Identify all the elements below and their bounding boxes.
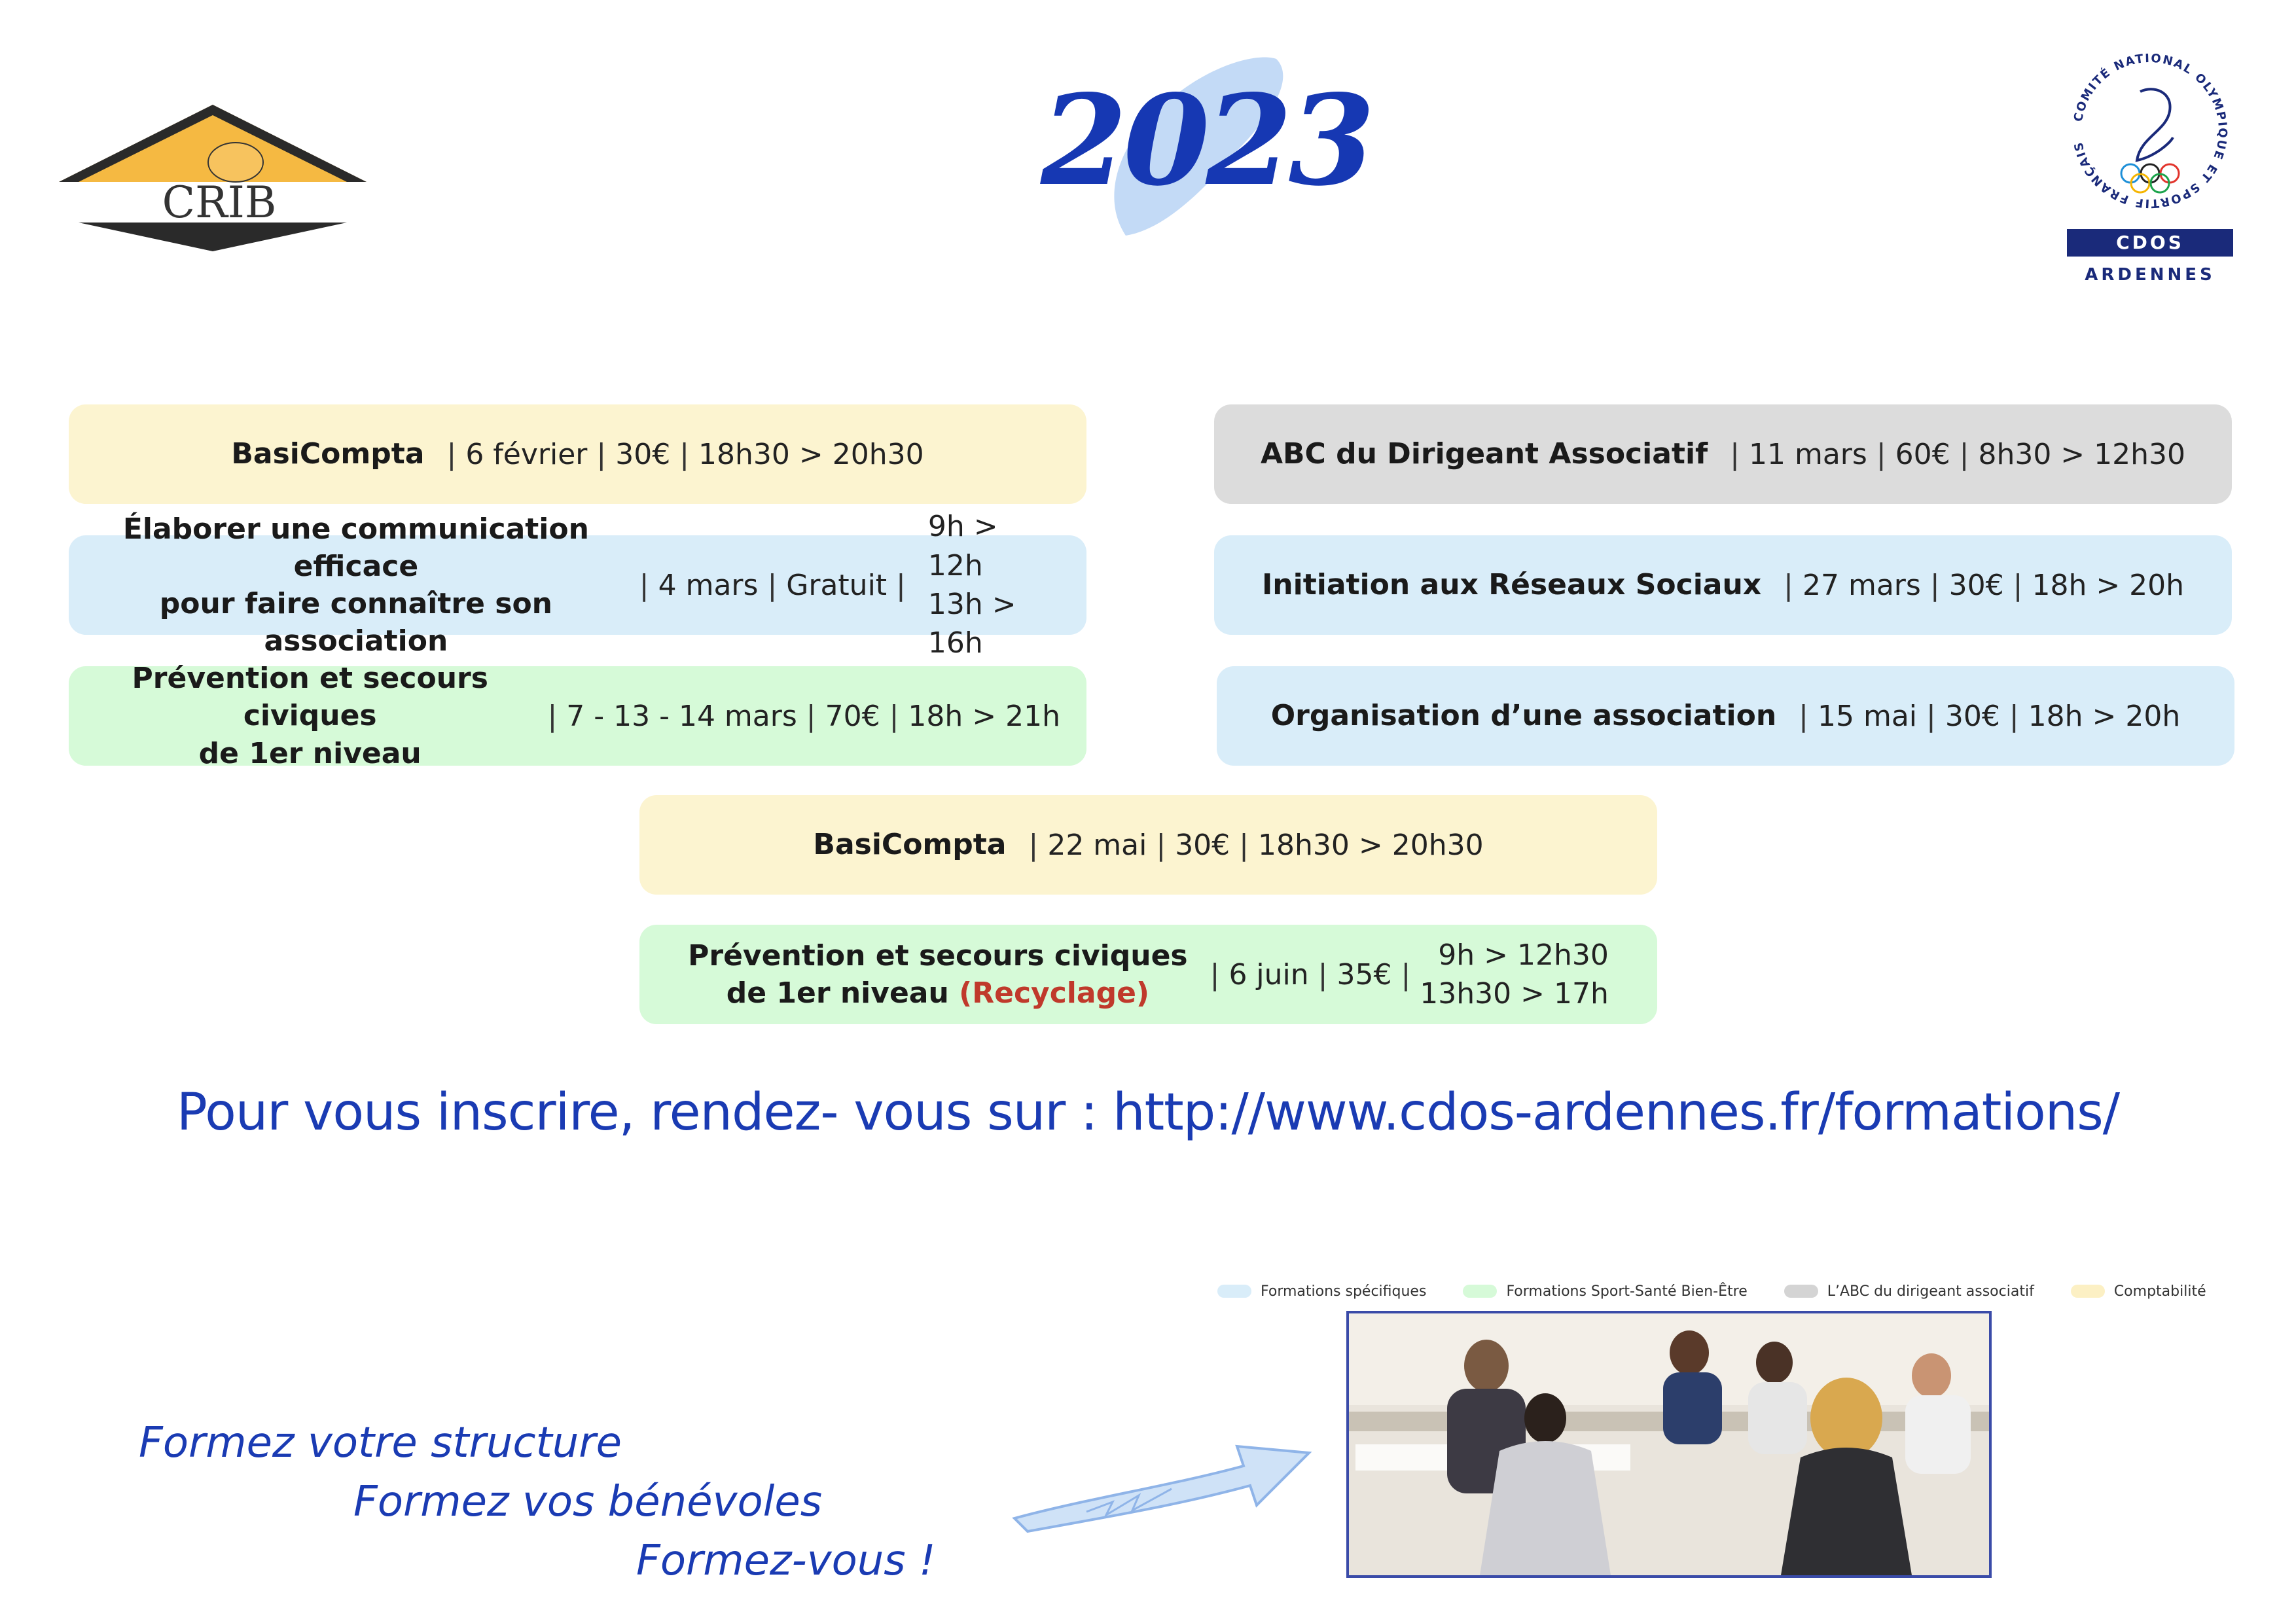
cdos-bar-text: CDOS: [2116, 232, 2184, 253]
course-date: 22 mai: [1047, 828, 1147, 862]
arrow-icon: [1012, 1444, 1312, 1533]
course-card-abc-dirigeant[interactable]: ABC du Dirigeant Associatif |11 mars|60€…: [1214, 404, 2232, 504]
course-details: |11 mars|60€|8h30 > 12h30: [1730, 437, 2186, 471]
course-details: |22 mai|30€|18h30 > 20h30: [1028, 828, 1484, 862]
course-name: BasiCompta: [231, 437, 425, 471]
course-time: 18h > 20h: [2032, 568, 2185, 602]
course-price: 30€: [615, 437, 671, 471]
legend-item-comptabilite: Comptabilité: [2070, 1283, 2206, 1300]
course-details: |15 mai|30€|18h > 20h: [1799, 699, 2181, 733]
course-price: 30€: [1945, 699, 2000, 733]
course-price: 35€: [1336, 957, 1392, 991]
course-time: 18h > 21h: [908, 699, 1060, 733]
course-times: 9h > 12h30 13h30 > 17h: [1420, 938, 1609, 1010]
cdos-ardennes-logo: COMITÉ NATIONAL OLYMPIQUE ET SPORTIF FRA…: [2067, 52, 2233, 285]
course-name: Prévention et secours civiques de 1er ni…: [132, 662, 488, 770]
course-price: 60€: [1895, 437, 1950, 471]
course-details: |7 - 13 - 14 mars|70€|18h > 21h: [547, 699, 1060, 733]
course-name: Initiation aux Réseaux Sociaux: [1261, 568, 1762, 602]
course-time: 18h30 > 20h30: [1258, 828, 1484, 862]
course-card-reseaux-sociaux[interactable]: Initiation aux Réseaux Sociaux |27 mars|…: [1214, 535, 2232, 635]
course-card-psc1-march[interactable]: Prévention et secours civiques de 1er ni…: [69, 662, 1086, 770]
course-name: Prévention et secours civiques de 1er ni…: [688, 938, 1188, 1010]
legend-swatch: [1784, 1285, 1818, 1298]
legend-swatch: [1217, 1285, 1251, 1298]
legend-item-abc: L’ABC du dirigeant associatif: [1784, 1283, 2034, 1300]
classroom-photo: [1346, 1311, 1992, 1578]
crib-logo: CRIB: [59, 105, 367, 251]
legend-swatch: [2070, 1285, 2105, 1298]
course-date: 7 - 13 - 14 mars: [566, 699, 797, 733]
course-time: 18h > 20h: [2028, 699, 2181, 733]
course-time: 18h30 > 20h30: [698, 437, 924, 471]
course-price: Gratuit: [786, 568, 888, 602]
course-details: |6 février|30€|18h30 > 20h30: [446, 437, 924, 471]
course-details: |4 mars|Gratuit|: [639, 568, 906, 602]
brush-stroke-decoration: [1114, 57, 1283, 236]
recyclage-note: (Recyclage): [959, 976, 1150, 1010]
course-name: Organisation d’une association: [1270, 699, 1777, 733]
course-details: |6 juin|35€|: [1210, 957, 1411, 991]
course-name: BasiCompta: [813, 828, 1007, 862]
year-text: 2023: [1041, 67, 1375, 213]
year-title: 2023: [1021, 39, 1375, 242]
course-date: 6 juin: [1229, 957, 1309, 991]
course-card-organisation[interactable]: Organisation d’une association |15 mai|3…: [1217, 666, 2234, 766]
course-name: ABC du Dirigeant Associatif: [1260, 437, 1708, 471]
course-date: 6 février: [465, 437, 588, 471]
course-times: 9h > 12h 13h > 16h: [927, 510, 1016, 660]
course-price: 30€: [1175, 828, 1230, 862]
course-date: 15 mai: [1817, 699, 1918, 733]
course-details: |27 mars|30€|18h > 20h: [1784, 568, 2185, 602]
course-price: 30€: [1948, 568, 2004, 602]
slogan-structure: Formez votre structure: [139, 1419, 622, 1467]
course-price: 70€: [825, 699, 880, 733]
course-date: 27 mars: [1803, 568, 1921, 602]
course-time: 8h30 > 12h30: [1978, 437, 2186, 471]
slogan-benevoles: Formez vos bénévoles: [353, 1478, 823, 1526]
course-card-basicompta-may[interactable]: BasiCompta |22 mai|30€|18h30 > 20h30: [639, 795, 1657, 895]
course-date: 4 mars: [658, 568, 759, 602]
course-card-psc1-recyclage[interactable]: Prévention et secours civiques de 1er ni…: [639, 925, 1657, 1024]
color-legend: Formations spécifiques Formations Sport-…: [1217, 1278, 2243, 1304]
crib-logo-text: CRIB: [162, 177, 277, 228]
legend-item-specifiques: Formations spécifiques: [1217, 1283, 1426, 1300]
course-card-communication[interactable]: Élaborer une communication efficace pour…: [69, 510, 1086, 660]
slogan-formez-vous: Formez-vous !: [636, 1537, 936, 1585]
course-date: 11 mars: [1749, 437, 1867, 471]
cdos-region-text: ARDENNES: [2085, 265, 2215, 285]
legend-item-sport-sante: Formations Sport-Santé Bien-Être: [1463, 1283, 1748, 1300]
registration-link-text[interactable]: Pour vous inscrire, rendez- vous sur : h…: [176, 1083, 2120, 1142]
course-card-basicompta-feb[interactable]: BasiCompta |6 février|30€|18h30 > 20h30: [69, 404, 1086, 504]
course-name: Élaborer une communication efficace pour…: [122, 512, 589, 658]
legend-swatch: [1463, 1285, 1498, 1298]
classroom-photo-illustration: [1349, 1313, 1989, 1575]
